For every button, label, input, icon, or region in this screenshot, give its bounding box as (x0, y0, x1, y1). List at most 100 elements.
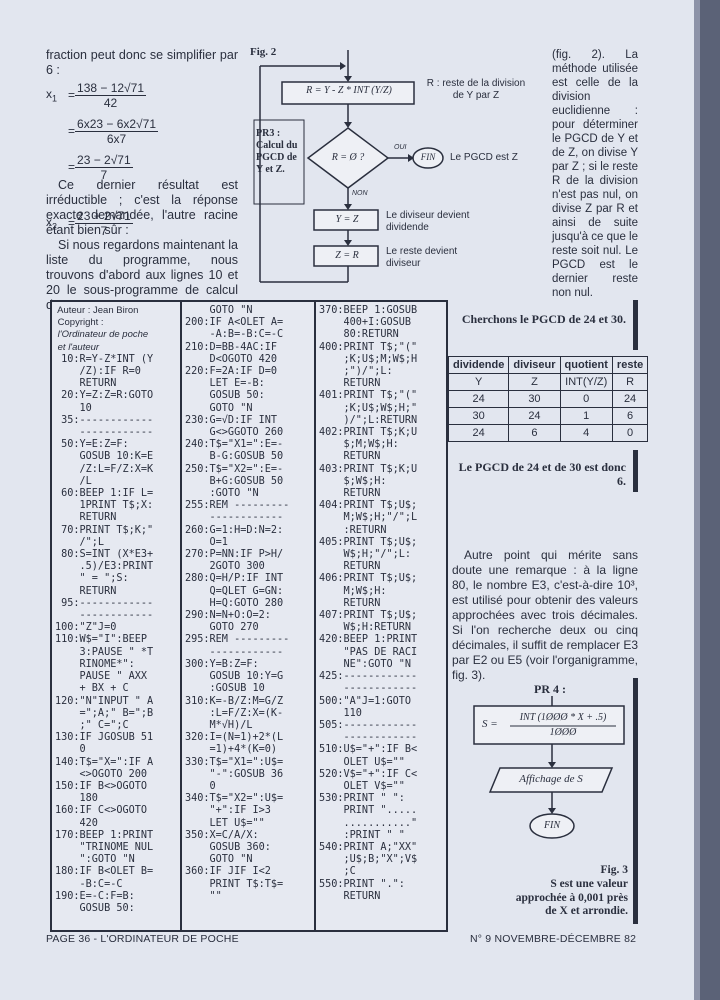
listing-line: 70:PRINT T$;K;" (55, 524, 154, 536)
listing-line: D<OGOTO 420 (185, 353, 278, 365)
table-cell: R (611, 373, 649, 391)
listing-line: "+":IF I>3 (185, 805, 271, 817)
equals-sign: = (68, 216, 76, 230)
listing-line: NE":GOTO "N (319, 658, 412, 670)
listing-line: B+G:GOSUB 50 (185, 475, 284, 487)
listing-line: 310:K=-B/Z:M=G/Z (185, 695, 284, 707)
fin-terminal-fig3 (529, 813, 575, 839)
listing-line: 320:I=(N=1)+2*(L (185, 732, 284, 744)
listing-line: 190:E=-C:F=B: (55, 890, 135, 902)
listing-line: ;U$;B;"X";V$ (319, 854, 418, 866)
listing-line: -B:C=-C (55, 878, 123, 890)
listing-line: 540:PRINT A;"XX" (319, 841, 418, 853)
listing-line: 402:PRINT T$;K;U (319, 427, 418, 439)
table-cell: Z (508, 373, 561, 391)
listing-line: 130:IF JGOSUB 51 (55, 732, 154, 744)
listing-line: 420 (55, 817, 98, 829)
listing-line: "-":GOSUB 36 (185, 768, 284, 780)
table-cell: 0 (559, 390, 613, 408)
listing-line: 300:Y=B:Z=F: (185, 658, 259, 670)
listing-line: 35:------------ (55, 414, 154, 426)
listing-line: RETURN (319, 378, 381, 390)
listing-line: 110 (319, 707, 362, 719)
le-pgcd-result: Le PGCD de 24 et de 30 est donc 6. (458, 460, 626, 488)
pr3-label: PR3 : Calcul du PGCD de Y et Z. (256, 128, 298, 175)
listing-line: /L (55, 475, 92, 487)
left-column: fraction peut donc se simplifier par 6 : (46, 48, 238, 78)
box3-text: Z = R (335, 250, 359, 261)
listing-line: M;W$;H;"/";L (319, 512, 418, 524)
listing-line: 401:PRINT T$;"(" (319, 390, 418, 402)
fig2-label: Fig. 2 (250, 46, 277, 58)
table-cell: 24 (447, 390, 510, 408)
listing-line: PRINT "..... (319, 805, 418, 817)
program-listing: Auteur : Jean Biron Copyright : l'Ordina… (50, 300, 448, 932)
affichage-text: Affichage de S (519, 773, 583, 785)
listing-line: 404:PRINT T$;U$; (319, 500, 418, 512)
listing-line: GOSUB 360: (185, 841, 271, 853)
fraction-3-numerator: 23 − 2√71 (75, 152, 133, 168)
listing-line: ":GOTO "N (55, 854, 135, 866)
listing-line: 0 (185, 780, 216, 792)
listing-line: M*√H)/L (185, 719, 253, 731)
listing-line: GOTO 270 (185, 622, 259, 634)
listing-line: .5)/E3:PRINT (55, 561, 154, 573)
listing-line: ;C (319, 866, 356, 878)
listing-line: /Z:L=F/Z:X=K (55, 463, 154, 475)
listing-line: :RETURN (319, 524, 387, 536)
listing-line: 360:IF JIF I<2 (185, 866, 271, 878)
listing-line: =1)+4*(K=0) (185, 744, 278, 756)
listing-line: 180:IF B<OLET B= (55, 866, 154, 878)
listing-line: 180 (55, 793, 98, 805)
listing-line: 420:BEEP 1:PRINT (319, 634, 418, 646)
listing-line: /Z):IF R=0 (55, 366, 141, 378)
listing-line: 20:Y=Z:Z=R:GOTO (55, 390, 154, 402)
fraction-4-denominator: 7 (100, 223, 108, 238)
listing-line: 3:PAUSE " *T (55, 646, 154, 658)
listing-line: GOTO "N (185, 305, 253, 316)
listing-line: :L=F/Z:X=(K- (185, 707, 284, 719)
listing-line: GOTO "N (185, 854, 253, 866)
fraction-1-numerator: 138 − 12√71 (75, 80, 146, 96)
listing-line: 50:Y=E:Z=F: (55, 439, 129, 451)
listing-line: 290:N=N+O:O=2: (185, 610, 271, 622)
listing-line: Auteur : Jean Biron (55, 305, 139, 316)
footer-right: N° 9 NOVEMBRE-DÉCEMBRE 82 (470, 933, 637, 945)
listing-line: 403:PRINT T$;K;U (319, 463, 418, 475)
table-cell: 30 (508, 390, 561, 408)
s-label: S = (482, 718, 498, 730)
flowchart-fig2 (253, 50, 444, 283)
listing-line: 140:T$="X=":IF A (55, 756, 154, 768)
paragraph-2: Ce dernier résultat est irréductible ; c… (46, 178, 238, 237)
listing-line: 405:PRINT T$;U$; (319, 536, 418, 548)
table-cell: Y (447, 373, 510, 391)
x1-label: x (46, 86, 52, 101)
listing-line: ;" C=";C (55, 719, 129, 731)
cherchons-heading: Cherchons le PGCD de 24 et 30. (461, 312, 626, 326)
rule-bar-3 (633, 678, 638, 924)
listing-line: Copyright : (55, 317, 104, 329)
listing-line: 370:BEEP 1:GOSUB (319, 305, 418, 316)
listing-line: RETURN (319, 561, 381, 573)
box2-text: Y = Z (335, 214, 359, 225)
fin-text: FIN (420, 152, 436, 162)
listing-line: RETURN (55, 585, 117, 597)
rule-bar-2 (633, 450, 638, 492)
listing-line: 170:BEEP 1:PRINT (55, 829, 154, 841)
listing-line: 530:PRINT " ": (319, 793, 405, 805)
table-cell: 24 (447, 424, 510, 442)
listing-line: /";L (55, 536, 105, 548)
fraction-3-denominator: 7 (100, 167, 108, 182)
table-cell: 30 (447, 407, 510, 425)
listing-column-1: Auteur : Jean Biron Copyright : l'Ordina… (52, 302, 180, 930)
listing-line: 240:T$="X1=":E=- (185, 439, 284, 451)
listing-line: RETURN (55, 512, 117, 524)
listing-line: 270:P=NN:IF P>H/ (185, 549, 284, 561)
listing-line: <>OGOTO 200 (55, 768, 148, 780)
listing-line: $;M;W$;H: (319, 439, 399, 451)
listing-line: + BX + C (55, 683, 129, 695)
